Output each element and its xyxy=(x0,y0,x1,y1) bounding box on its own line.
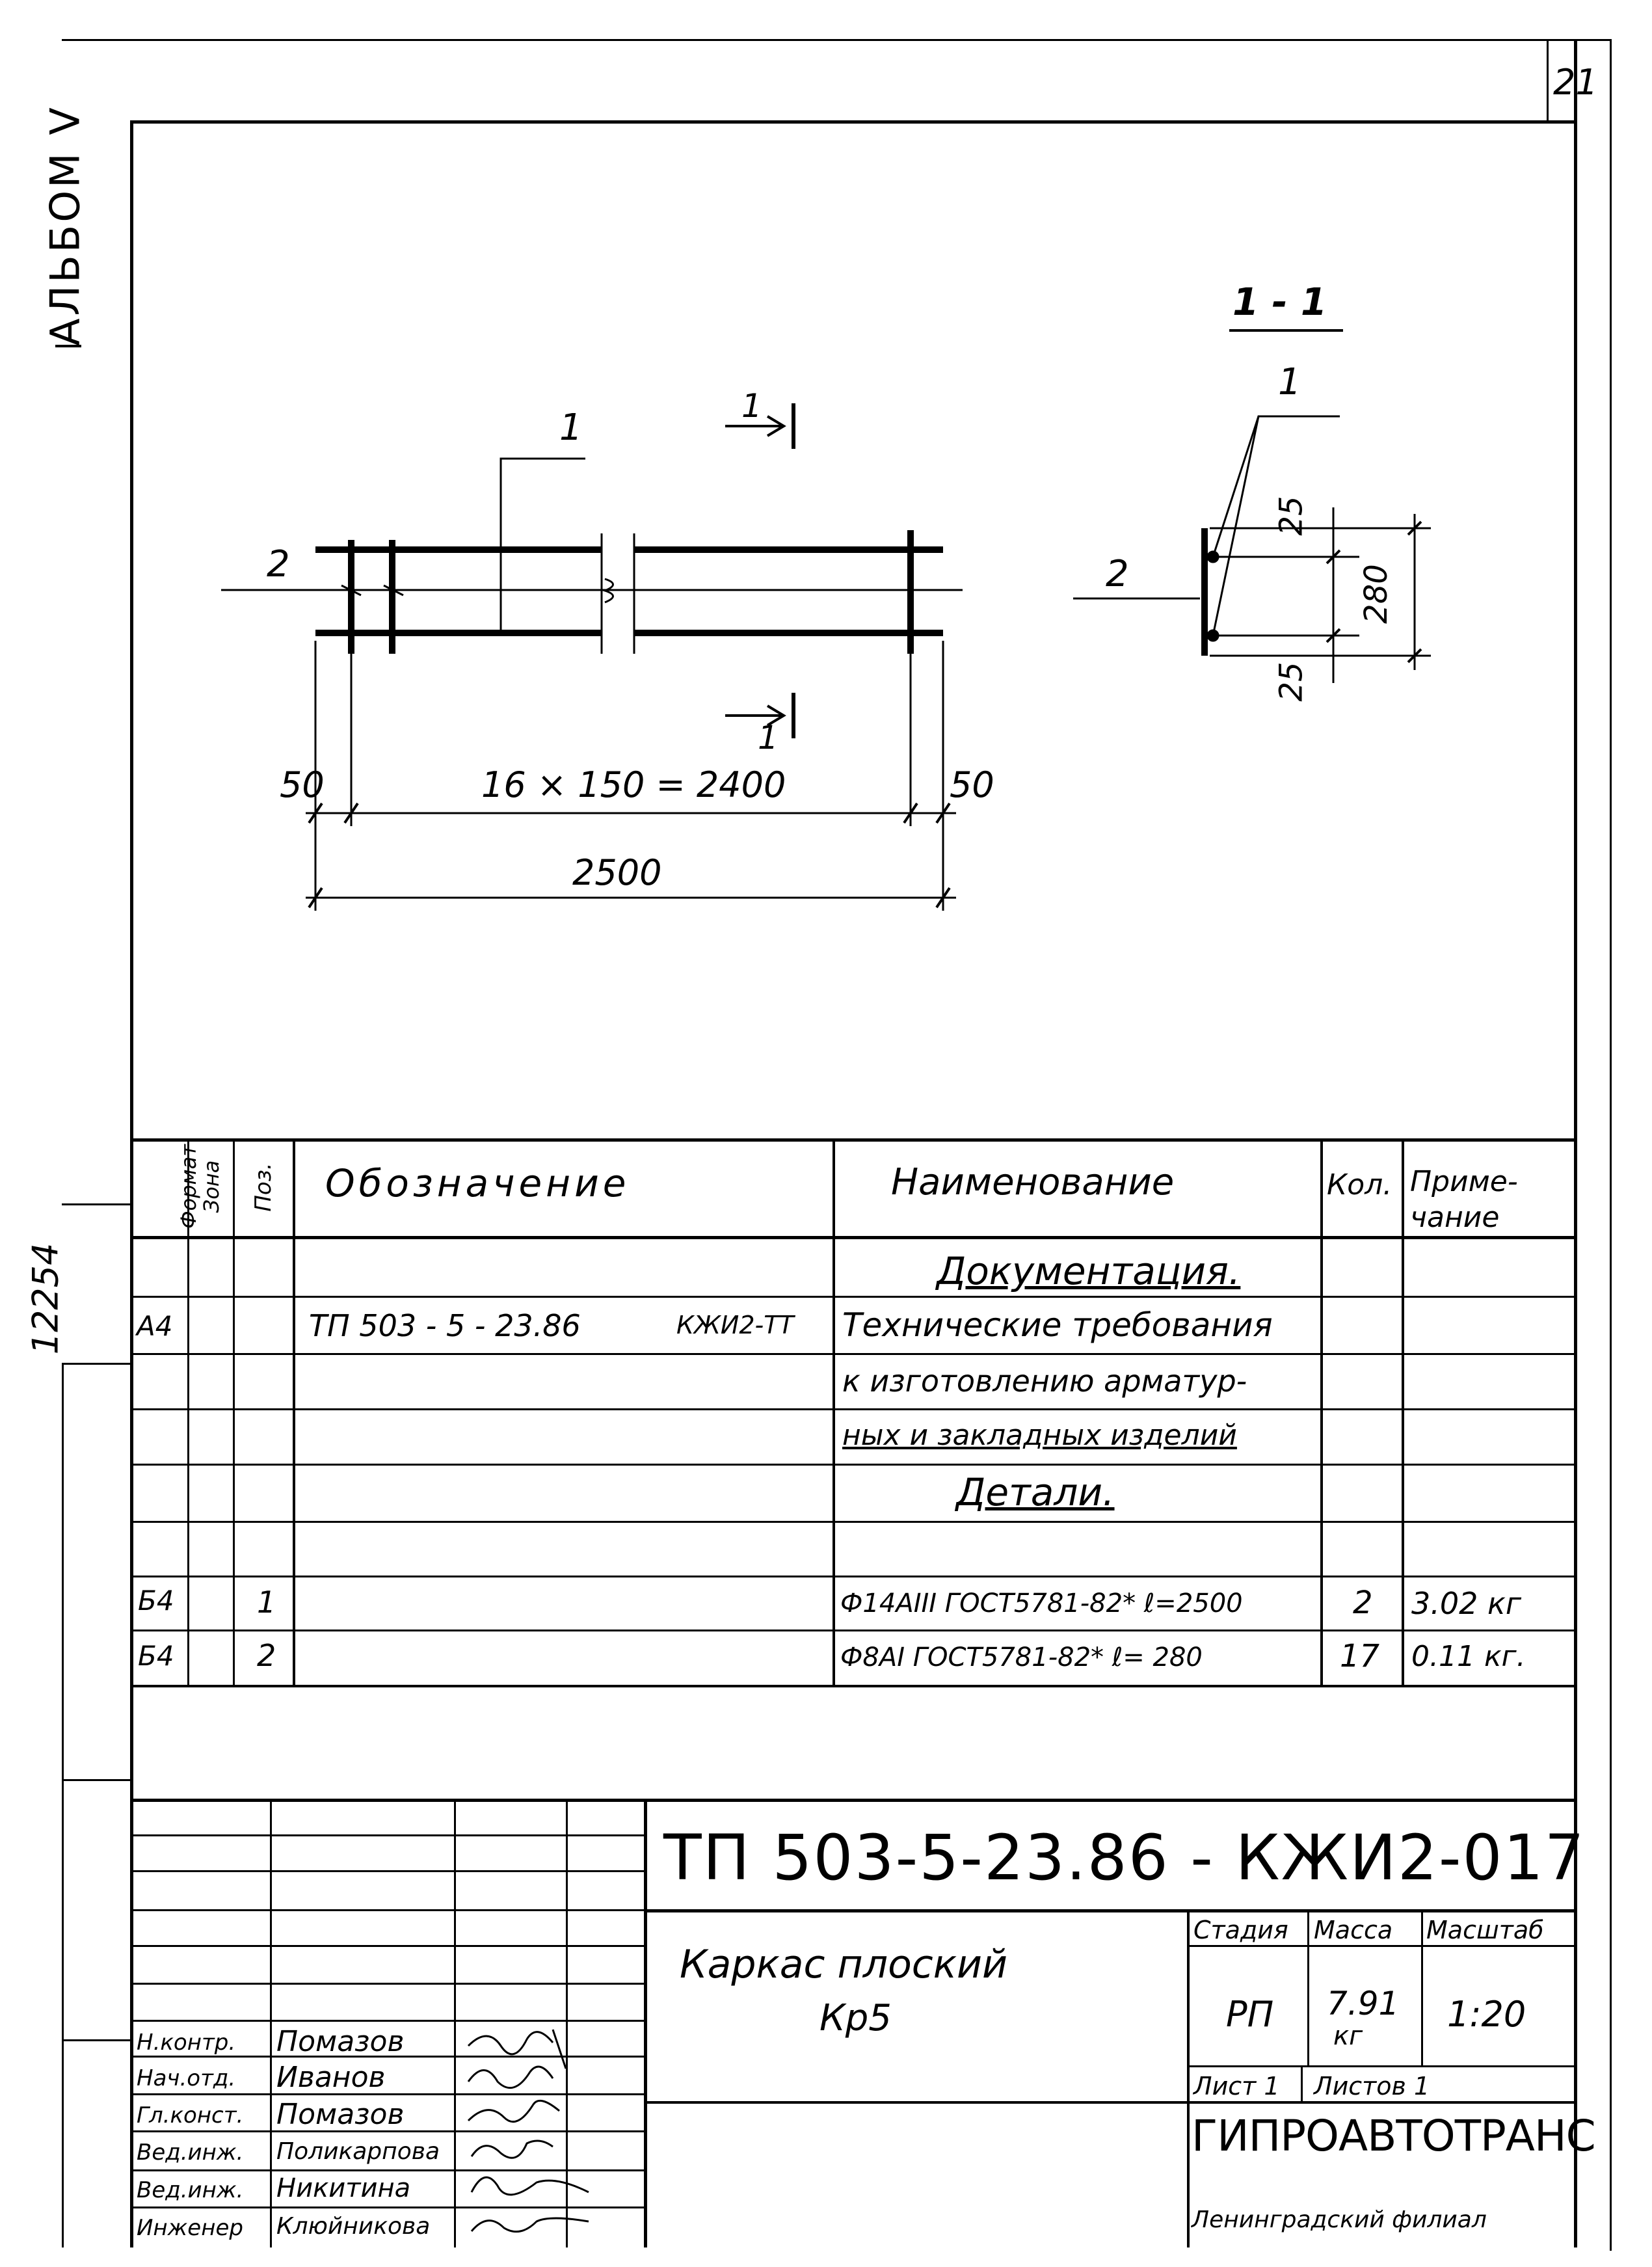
role-head-dept: Нач.отд. xyxy=(137,2065,236,2091)
margin-box-4 xyxy=(62,1779,133,1781)
sheets-label: Листов 1 xyxy=(1314,2072,1430,2100)
header-pos: Поз. xyxy=(250,1162,276,1212)
row-format: А4 xyxy=(137,1310,173,1342)
frame-left-line xyxy=(130,120,133,2247)
frame-top-line xyxy=(130,120,1577,124)
margin-code: 12254 xyxy=(25,1242,66,1355)
row-name: Ф14АIII ГОСТ5781-82* ℓ=2500 xyxy=(840,1589,1243,1618)
row-qty: 2 xyxy=(1353,1585,1373,1621)
row-format: Б4 xyxy=(138,1640,174,1672)
frame-outer-right-line xyxy=(1610,39,1612,2251)
row-qty: 17 xyxy=(1340,1638,1380,1674)
leader-label-1: 1 xyxy=(559,407,583,449)
header-qty: Кол. xyxy=(1327,1168,1392,1201)
scale-label: Масштаб xyxy=(1426,1916,1544,1944)
role-norm-control: Н.контр. xyxy=(137,2030,236,2056)
role-lead-engineer: Вед.инж. xyxy=(137,2140,244,2166)
sheet-label: Лист 1 xyxy=(1193,2072,1280,2100)
frame-right-line xyxy=(1574,39,1577,2247)
margin-box-2 xyxy=(62,1363,64,2247)
frame-top-margin-line xyxy=(62,39,1610,41)
section-leader-1: 1 xyxy=(1278,361,1301,403)
stage-label: Стадия xyxy=(1193,1916,1288,1944)
person-norm-control: Помазов xyxy=(276,2025,405,2058)
stage-value: РП xyxy=(1226,1994,1274,2035)
title-line-1: Каркас плоский xyxy=(680,1942,1008,1987)
dim-right: 50 xyxy=(950,764,994,805)
section-dim-top: 25 xyxy=(1273,496,1310,536)
row-pos: 2 xyxy=(257,1638,276,1673)
role-lead-engineer-2: Вед.инж. xyxy=(137,2177,244,2203)
document-code: ТП 503-5-23.86 - КЖИ2-017 xyxy=(663,1821,1586,1894)
scale-value: 1:20 xyxy=(1447,1994,1526,2035)
header-designation: Обозначение xyxy=(325,1161,630,1205)
header-note-2: чание xyxy=(1410,1201,1500,1234)
header-name: Наименование xyxy=(891,1161,1175,1203)
reinforcement-drawing xyxy=(221,329,1431,911)
section-dim-mid: 280 xyxy=(1357,564,1394,624)
dim-total: 2500 xyxy=(572,852,662,893)
row-code: КЖИ2-ТТ xyxy=(676,1311,794,1339)
dim-left: 50 xyxy=(280,764,325,805)
row-name: к изготовлению арматур- xyxy=(842,1363,1247,1399)
row-pos: 1 xyxy=(257,1585,276,1620)
person-chief-designer: Помазов xyxy=(276,2098,405,2131)
row-designation: ТП 503 - 5 - 23.86 xyxy=(309,1308,581,1343)
role-chief-designer: Гл.конст. xyxy=(137,2102,244,2128)
row-format: Б4 xyxy=(138,1585,174,1616)
frame-sheet-number-box xyxy=(1547,39,1549,120)
dim-middle: 16 × 150 = 2400 xyxy=(481,764,786,805)
branch: Ленинградский филиал xyxy=(1192,2207,1487,2233)
person-engineer: Клюйникова xyxy=(276,2213,431,2240)
section-mark-bottom: 1 xyxy=(758,719,779,757)
row-name: Ф8АI ГОСТ5781-82* ℓ= 280 xyxy=(840,1643,1203,1672)
section-heading-parts: Детали. xyxy=(956,1470,1115,1514)
sheet-number: 21 xyxy=(1553,62,1598,103)
organization: ГИПРОАВТОТРАНС xyxy=(1192,2111,1596,2161)
header-note-1: Приме- xyxy=(1410,1165,1518,1198)
margin-box-1 xyxy=(62,1203,133,1205)
header-zone: Зона xyxy=(199,1160,224,1213)
signatures xyxy=(467,2029,589,2233)
header-format: Формат xyxy=(176,1144,201,1229)
mass-value: 7.91 xyxy=(1327,1985,1400,2022)
role-engineer: Инженер xyxy=(137,2215,243,2241)
section-title: 1 - 1 xyxy=(1232,280,1327,324)
mass-label: Масса xyxy=(1314,1916,1393,1944)
person-head-dept: Иванов xyxy=(276,2061,386,2094)
person-lead-engineer: Поликарпова xyxy=(276,2138,440,2165)
margin-box-3 xyxy=(62,1363,133,1365)
leader-label-2: 2 xyxy=(267,543,290,585)
person-lead-engineer-2: Никитина xyxy=(276,2173,411,2203)
margin-box-5 xyxy=(62,2039,133,2041)
section-mark-top: 1 xyxy=(741,387,762,425)
section-heading-docs: Документация. xyxy=(937,1249,1241,1293)
title-line-2: Кр5 xyxy=(819,1997,892,2039)
row-note: 0.11 кг. xyxy=(1411,1640,1526,1673)
row-name: Технические требования xyxy=(842,1306,1273,1344)
album-label-bar xyxy=(55,345,81,347)
row-note: 3.02 кг xyxy=(1411,1586,1521,1621)
section-dim-bot: 25 xyxy=(1273,662,1310,702)
mass-unit: кг xyxy=(1333,2021,1363,2051)
section-leader-2: 2 xyxy=(1106,553,1129,595)
row-name: ных и закладных изделий xyxy=(842,1419,1237,1452)
